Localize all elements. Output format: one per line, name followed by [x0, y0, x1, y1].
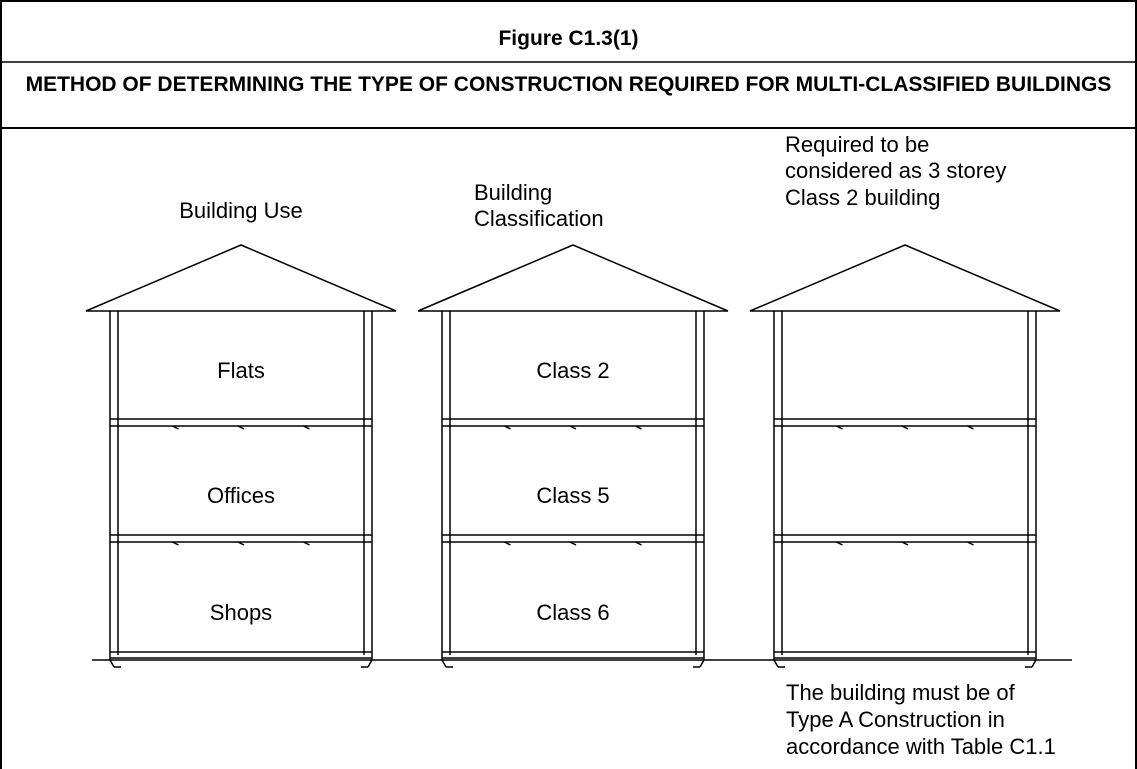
floor-label-1-1: Flats	[217, 358, 265, 383]
roof-2	[417, 244, 729, 312]
column-heading-3: Required to be	[785, 132, 929, 157]
joist-tick-2	[569, 425, 577, 430]
joist-tick-3	[901, 541, 909, 546]
column-heading-3: considered as 3 storey	[785, 158, 1006, 183]
figure-number: Figure C1.3(1)	[498, 27, 639, 50]
footing-left-1	[109, 659, 115, 668]
roof-1	[85, 244, 397, 312]
joist-tick-2	[569, 541, 577, 546]
floor-label-2-3: Class 6	[536, 600, 609, 625]
column-heading-3: Class 2 building	[785, 185, 940, 210]
joist-tick-3	[967, 425, 974, 430]
footing-right-3	[1031, 659, 1037, 668]
footing-left-3	[773, 659, 779, 668]
figure-header: Figure C1.3(1) METHOD OF DETERMINING THE…	[0, 0, 1137, 130]
floor-label-1-2: Offices	[207, 483, 275, 508]
construction-note: The building must be of	[786, 680, 1016, 705]
footing-right-1	[367, 659, 373, 668]
column-heading-1: Building Use	[179, 198, 303, 223]
joist-tick-1	[303, 541, 310, 546]
construction-note: accordance with Table C1.1	[786, 734, 1056, 759]
joist-tick-3	[901, 425, 909, 430]
joist-tick-1	[237, 541, 245, 546]
joist-tick-3	[836, 425, 843, 430]
floor-label-1-3: Shops	[210, 600, 272, 625]
joist-tick-2	[635, 541, 642, 546]
floor-label-2-1: Class 2	[536, 358, 609, 383]
floor-label-2-2: Class 5	[536, 483, 609, 508]
joist-tick-3	[836, 541, 843, 546]
joist-tick-1	[303, 425, 310, 430]
joist-tick-2	[504, 541, 511, 546]
joist-tick-2	[635, 425, 642, 430]
joist-tick-2	[504, 425, 511, 430]
column-heading-2: Classification	[474, 206, 604, 231]
footing-left-2	[441, 659, 447, 668]
construction-note: Type A Construction in	[786, 707, 1005, 732]
joist-tick-1	[172, 425, 179, 430]
footing-right-2	[699, 659, 705, 668]
column-heading-2: Building	[474, 180, 552, 205]
roof-3	[749, 244, 1061, 312]
joist-tick-3	[967, 541, 974, 546]
figure-title: METHOD OF DETERMINING THE TYPE OF CONSTR…	[25, 73, 1112, 96]
joist-tick-1	[237, 425, 245, 430]
joist-tick-1	[172, 541, 179, 546]
